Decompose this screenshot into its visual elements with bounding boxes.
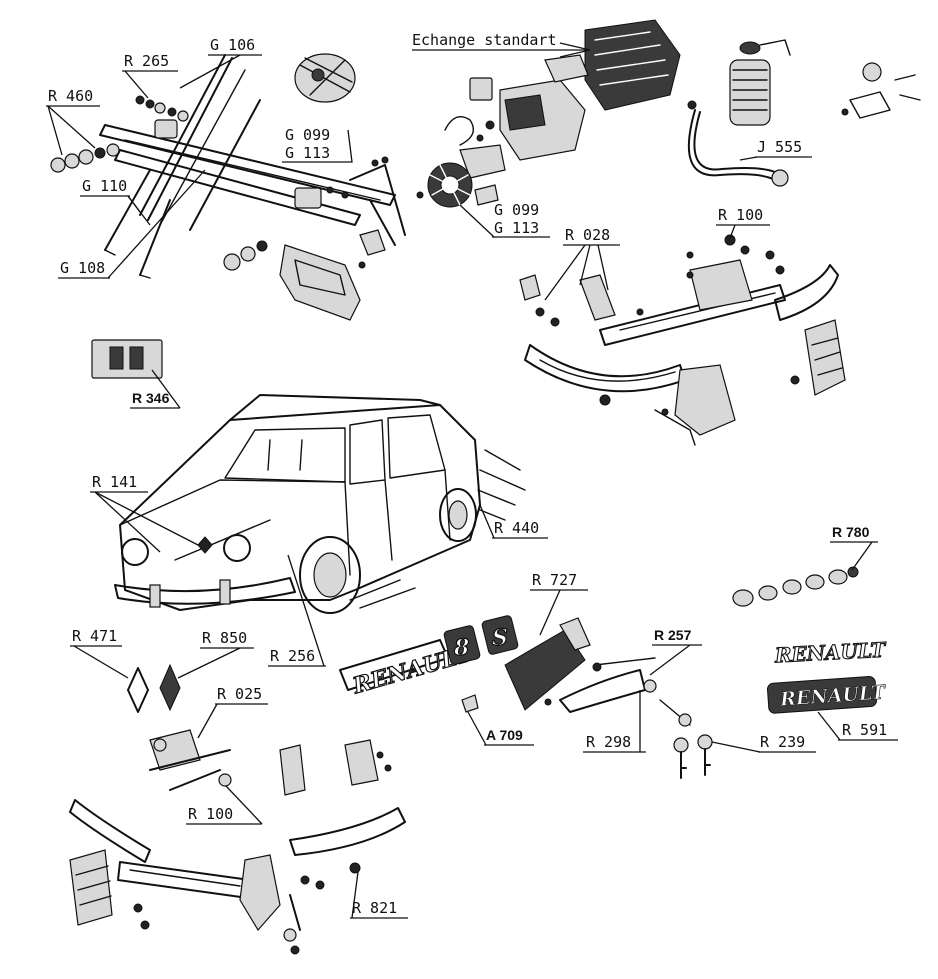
badge-number: 8 — [453, 635, 469, 661]
label-r025: R 025 — [217, 685, 262, 703]
label-r471: R 471 — [72, 627, 117, 645]
label-r850: R 850 — [202, 629, 247, 647]
label-r591: R 591 — [842, 721, 887, 739]
plate-part — [91, 339, 163, 379]
rear-bumper-assembly — [519, 234, 846, 446]
label-j555: J 555 — [757, 138, 802, 156]
label-g106: G 106 — [210, 36, 255, 54]
leader-lines — [46, 42, 898, 919]
renault-nameplates: RENAULT RENAULT — [766, 637, 889, 714]
front-bumper-assembly — [69, 729, 406, 955]
label-g113-top: G 113 — [285, 144, 330, 162]
label-g108: G 108 — [60, 259, 105, 277]
emblem-row: RENAULT 8 S — [127, 615, 591, 713]
label-r265: R 265 — [124, 52, 169, 70]
door-handle-assembly — [544, 657, 713, 779]
echange-standart-label: Echange standart — [412, 31, 557, 49]
label-r298: R 298 — [586, 733, 631, 751]
label-r821: R 821 — [352, 899, 397, 917]
label-r346: R 346 — [132, 390, 170, 406]
car-illustration — [114, 394, 526, 614]
label-r100-bottom: R 100 — [188, 805, 233, 823]
washer-bottle — [687, 39, 921, 187]
label-r256: R 256 — [270, 647, 315, 665]
chain-part — [732, 566, 859, 607]
label-r028: R 028 — [565, 226, 610, 244]
label-g099-mid: G 099 — [494, 201, 539, 219]
label-r440: R 440 — [494, 519, 539, 537]
label-r141: R 141 — [92, 473, 137, 491]
label-g113-mid: G 113 — [494, 219, 539, 237]
renault-plain-emblem: RENAULT — [773, 637, 888, 667]
label-r780: R 780 — [832, 524, 870, 540]
label-r460: R 460 — [48, 87, 93, 105]
label-a709: A 709 — [486, 727, 523, 743]
label-g110: G 110 — [82, 177, 127, 195]
badge-letter: S — [492, 625, 508, 651]
wiper-linkage-assembly — [50, 53, 406, 321]
label-g099-top: G 099 — [285, 126, 330, 144]
part-labels: Echange standart R 460 R 265 G 106 G 099… — [48, 31, 887, 917]
label-r257: R 257 — [654, 627, 692, 643]
heater-assembly — [416, 19, 681, 208]
label-r100-top: R 100 — [718, 206, 763, 224]
label-r727: R 727 — [532, 571, 577, 589]
label-r239: R 239 — [760, 733, 805, 751]
